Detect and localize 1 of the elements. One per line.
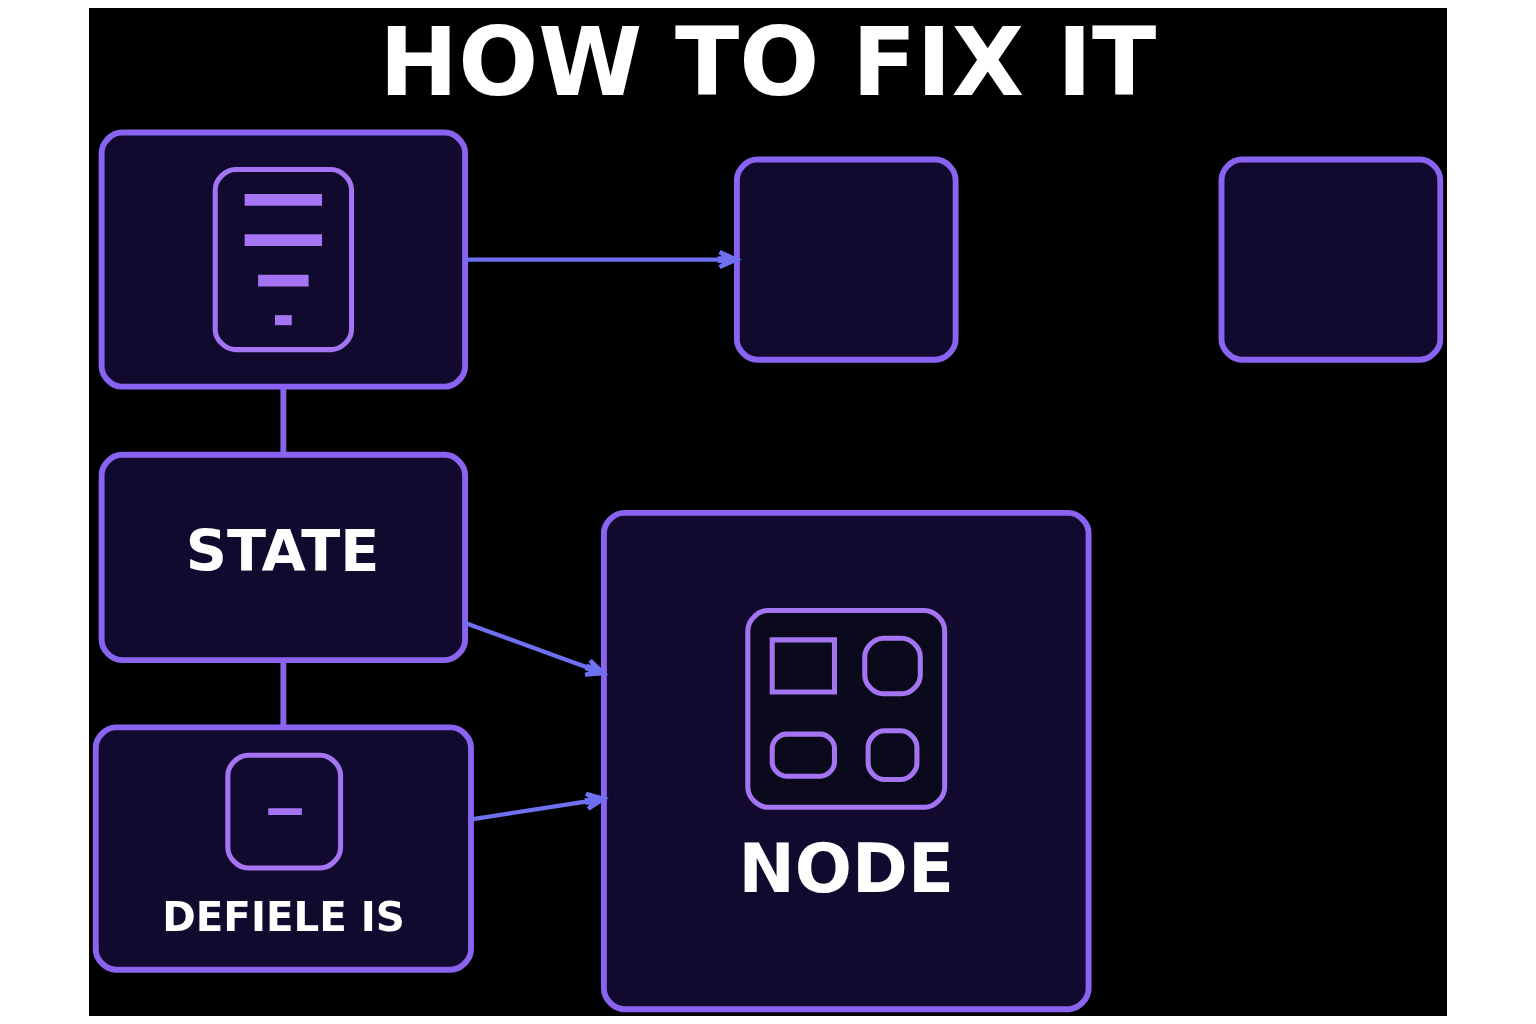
- diagram-title: HOW TO FIX IT: [379, 8, 1157, 118]
